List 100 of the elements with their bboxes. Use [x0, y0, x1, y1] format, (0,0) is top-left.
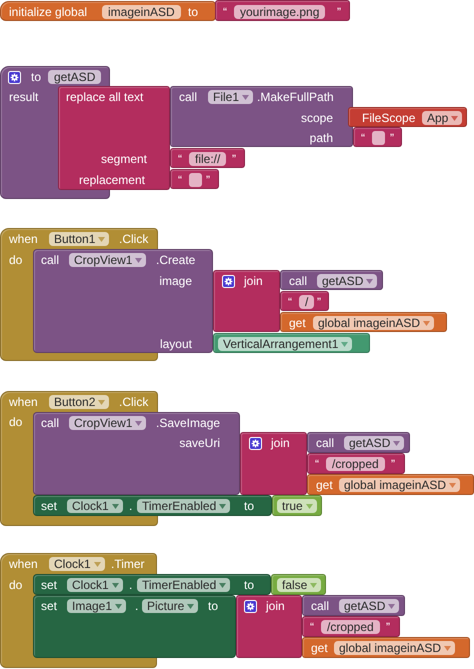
- block-label: join: [271, 435, 290, 451]
- text-field: file://: [189, 152, 226, 166]
- boolean-block: [272, 495, 322, 516]
- dropdown: true: [277, 499, 317, 513]
- block-label: .Click: [119, 231, 148, 247]
- quote-mark: ”: [386, 619, 390, 635]
- variable-getter-block: [302, 637, 470, 658]
- text-string-block: [170, 169, 219, 189]
- block-label: to: [244, 577, 254, 593]
- block-label: call: [311, 598, 330, 614]
- block-label: call: [179, 89, 198, 105]
- quote-mark: “: [223, 4, 227, 20]
- dropdown: getASD: [317, 274, 378, 288]
- block-label: layout: [160, 336, 192, 352]
- dropdown: CropView1: [69, 416, 146, 430]
- join-block: [213, 270, 280, 332]
- block-label: to: [244, 498, 254, 514]
- dropdown: Clock1: [67, 499, 123, 513]
- quote-mark: ”: [232, 151, 236, 167]
- block-label: scope: [300, 110, 333, 126]
- text-field: imageinASD: [102, 5, 181, 19]
- block-label: set: [41, 598, 58, 614]
- block-label: .SaveImage: [156, 415, 220, 431]
- block-label: when: [9, 556, 38, 572]
- text-field: yourimage.png: [234, 5, 326, 19]
- text-string-block: [280, 291, 329, 311]
- block-label: replacement: [78, 172, 145, 188]
- property-setter-block: [33, 495, 272, 516]
- block-label: get: [316, 477, 333, 493]
- block-label: to: [31, 69, 42, 85]
- quote-mark: “: [361, 130, 365, 146]
- block-label: join: [266, 598, 285, 614]
- text-string-block: [307, 453, 405, 474]
- dropdown: getASD: [339, 599, 400, 613]
- quote-mark: “: [310, 619, 314, 635]
- block-label: initialize global: [9, 4, 88, 20]
- quote-mark: “: [288, 294, 292, 310]
- text-field: /cropped: [326, 457, 385, 471]
- procedure-call-block: [302, 595, 405, 616]
- dropdown: App: [422, 111, 462, 125]
- dropdown: false: [277, 578, 322, 592]
- property-setter-block: [33, 574, 271, 595]
- block-label: .Timer: [111, 556, 145, 572]
- procedure-call-block: [280, 270, 383, 290]
- method-call-block: [33, 412, 240, 495]
- dropdown: CropView1: [69, 253, 146, 267]
- block-label: call: [41, 252, 60, 268]
- block-label: .Create: [156, 252, 196, 268]
- block-label: to: [208, 598, 218, 614]
- dropdown: VerticalArrangement1: [218, 337, 352, 351]
- component-block: [213, 333, 370, 353]
- block-label: .Click: [119, 394, 148, 410]
- join-block: [240, 432, 307, 495]
- file-scope-block: [348, 107, 467, 127]
- text-string-block: [302, 616, 400, 637]
- block-label: join: [244, 273, 263, 289]
- variable-declaration-block: [0, 1, 216, 21]
- block-label: .: [129, 577, 132, 593]
- dropdown: Picture: [142, 599, 198, 613]
- property-setter-block: [33, 595, 236, 658]
- dropdown: File1: [208, 90, 254, 104]
- quote-mark: “: [178, 172, 182, 188]
- block-label: to: [188, 4, 198, 20]
- text-field: getASD: [48, 70, 102, 84]
- block-label: .: [129, 498, 132, 514]
- block-label: result: [9, 89, 38, 105]
- dropdown: Button2: [49, 395, 110, 409]
- block-label: segment: [100, 151, 147, 167]
- block-label: saveUri: [179, 435, 220, 451]
- join-block: [236, 595, 302, 658]
- quote-mark: ”: [391, 456, 395, 472]
- block-label: image: [159, 273, 192, 289]
- quote-mark: ”: [206, 172, 210, 188]
- quote-mark: “: [178, 151, 182, 167]
- dropdown: Button1: [49, 232, 110, 246]
- variable-getter-block: [280, 312, 447, 332]
- dropdown: global imageinASD: [334, 641, 456, 655]
- replace-text-block: [58, 86, 170, 190]
- quote-mark: “: [315, 456, 319, 472]
- dropdown: getASD: [344, 436, 404, 450]
- quote-mark: ”: [390, 130, 394, 146]
- text-string-block: [353, 127, 402, 147]
- dropdown: Clock1: [67, 578, 123, 592]
- method-call-block: [33, 249, 213, 353]
- block-label: .MakeFullPath: [257, 89, 334, 105]
- method-call-block: [170, 86, 353, 147]
- quote-mark: ”: [317, 294, 321, 310]
- block-label: set: [41, 498, 58, 514]
- block-label: .: [135, 598, 138, 614]
- text-string-block: [215, 0, 350, 21]
- block-label: set: [41, 577, 58, 593]
- block-label: FileScope: [362, 110, 416, 126]
- text-string-block: [170, 148, 245, 168]
- text-field: /: [299, 295, 314, 309]
- dropdown: TimerEnabled: [137, 499, 230, 513]
- block-label: call: [41, 415, 60, 431]
- block-label: path: [310, 130, 333, 146]
- dropdown: global imageinASD: [313, 316, 434, 330]
- dropdown: global imageinASD: [339, 478, 460, 492]
- dropdown: TimerEnabled: [137, 578, 230, 592]
